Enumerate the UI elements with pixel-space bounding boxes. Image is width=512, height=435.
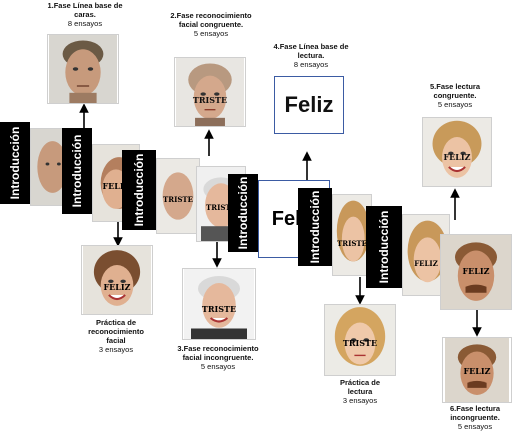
stage3-count: 5 ensayos	[200, 362, 236, 371]
intro-label-1: Introducción	[8, 126, 22, 200]
word-happy-strip2: FELIZ	[414, 259, 438, 268]
stage1-count: 8 ensayos	[67, 19, 103, 28]
word-sad-strip1b: TRISTE	[206, 203, 236, 212]
face-stage2-woman: TRISTE	[174, 57, 246, 127]
word-happy-practice: FELIZ	[103, 282, 131, 292]
stage4-title: 4.Fase Línea base de lectura.	[273, 42, 349, 60]
intro-label-5: Introducción	[308, 190, 322, 264]
stage2-label: 2.Fase reconocimiento facial congruente.…	[168, 11, 254, 38]
word-sad-stage3: TRISTE	[201, 304, 237, 314]
stage4-word: Feliz	[284, 92, 334, 117]
practice-facial-count: 3 ensayos	[98, 345, 134, 354]
face-neutral-man-icon	[49, 35, 117, 103]
stage1-label: 1.Fase Línea base de caras. 8 ensayos	[40, 1, 130, 28]
word-sad-practice: TRISTE	[342, 338, 378, 348]
stage4-word-card: Feliz	[274, 76, 344, 134]
face-stage5-woman: FELIZ	[422, 117, 492, 187]
practice-facial-title: Práctica de reconocimiento facial	[88, 318, 144, 345]
intro-card-3: Introducción	[122, 150, 156, 230]
practice-reading-count: 3 ensayos	[342, 396, 378, 405]
face-stage3-oldman: TRISTE	[182, 268, 256, 340]
intro-label-6: Introducción	[377, 210, 391, 284]
practice-reading-label: Práctica de lectura 3 ensayos	[330, 378, 390, 405]
stage3-title: 3.Fase reconocimiento facial incongruent…	[177, 344, 259, 362]
face-stage1-man	[47, 34, 119, 104]
stage4-label: 4.Fase Línea base de lectura. 8 ensayos	[266, 42, 356, 69]
intro-card-2: Introducción	[62, 128, 92, 214]
stage1-title: 1.Fase Línea base de caras.	[47, 1, 123, 19]
strip1-face-sad: TRISTE	[156, 158, 200, 234]
stage6-title: 6.Fase lectura incongruente.	[449, 404, 501, 422]
word-sad-stage2: TRISTE	[192, 95, 228, 105]
intro-card-5: Introducción	[298, 188, 332, 266]
word-happy-strip2b: FELIZ	[462, 266, 490, 276]
intro-label-2: Introducción	[70, 134, 84, 208]
word-sad-strip2: TRISTE	[337, 239, 367, 248]
strip2-face-woman: TRISTE	[332, 194, 372, 276]
stage5-title: 5.Fase lectura congruente.	[429, 82, 481, 100]
intro-label-3: Introducción	[132, 153, 146, 227]
practice-facial-label: Práctica de reconocimiento facial 3 ensa…	[78, 318, 154, 354]
practice-reading-title: Práctica de lectura	[339, 378, 381, 396]
word-happy-strip1: FELIZ	[102, 181, 130, 191]
stage3-label: 3.Fase reconocimiento facial incongruent…	[168, 344, 268, 371]
intro-card-4: Introducción	[228, 174, 258, 252]
intro-card-1: Introducción	[0, 122, 30, 204]
stage6-count: 5 ensayos	[457, 422, 493, 431]
face-practice-reading: TRISTE	[324, 304, 396, 376]
stage2-title: 2.Fase reconocimiento facial congruente.	[170, 11, 252, 29]
word-happy-stage5: FELIZ	[443, 152, 471, 162]
face-practice-facial: FELIZ	[81, 245, 153, 315]
word-sad-strip1: TRISTE	[163, 195, 193, 204]
intro-card-6: Introducción	[366, 206, 402, 288]
strip2-face-man: FELIZ	[440, 234, 512, 310]
intro-label-4: Introducción	[236, 176, 250, 250]
stage5-label: 5.Fase lectura congruente. 5 ensayos	[420, 82, 490, 109]
face-stage6-man: FELIZ	[442, 337, 512, 403]
stage2-count: 5 ensayos	[193, 29, 229, 38]
stage4-count: 8 ensayos	[293, 60, 329, 69]
stage6-label: 6.Fase lectura incongruente. 5 ensayos	[438, 404, 512, 431]
stage5-count: 5 ensayos	[437, 100, 473, 109]
word-happy-stage6: FELIZ	[463, 366, 491, 376]
